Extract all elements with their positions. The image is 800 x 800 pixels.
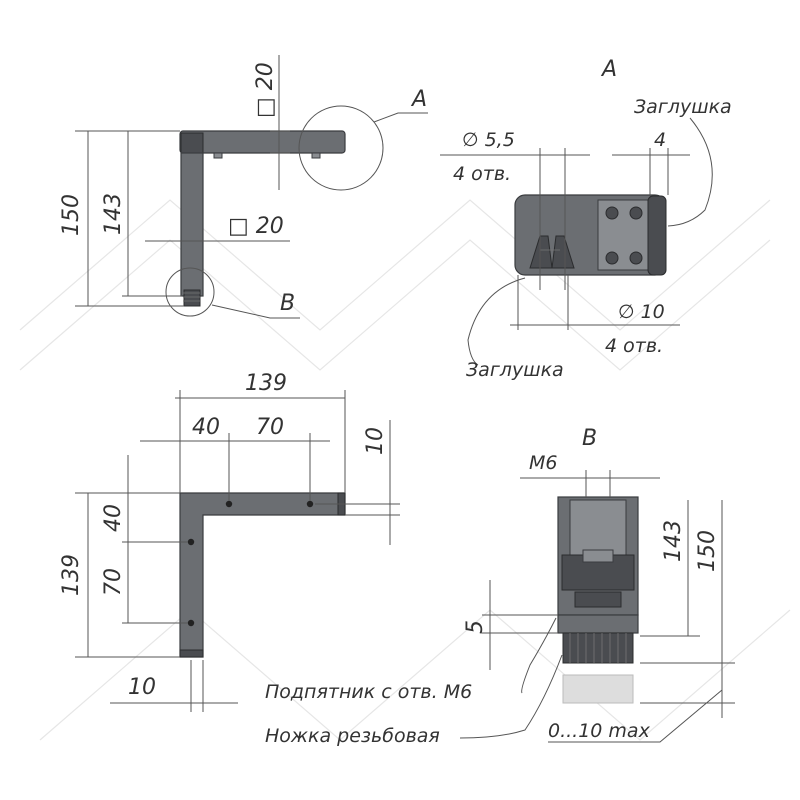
detail-b-title: B bbox=[582, 426, 597, 451]
leg-front-view bbox=[75, 390, 400, 712]
width-total: 139 bbox=[245, 371, 287, 396]
height-total: 139 bbox=[59, 554, 84, 596]
edge-10-bottom: 10 bbox=[128, 675, 156, 700]
hole-small-diameter: ∅ 5,5 bbox=[462, 129, 515, 151]
thread-size: M6 bbox=[529, 452, 557, 474]
leg-side-view bbox=[75, 55, 428, 319]
detail-a-title: A bbox=[600, 57, 617, 82]
hole-small-count: 4 отв. bbox=[453, 163, 511, 185]
hole-large-diameter: ∅ 10 bbox=[618, 301, 665, 323]
dim-square-horizontal: □ 20 bbox=[228, 214, 284, 239]
detail-b-143: 143 bbox=[661, 520, 686, 562]
callout-label-a: A bbox=[410, 87, 427, 112]
hole-large-count: 4 отв. bbox=[605, 335, 663, 357]
detail-b-view bbox=[459, 470, 735, 743]
dim-height-inner: 143 bbox=[101, 193, 126, 235]
watermark bbox=[19, 199, 791, 741]
detail-b-150: 150 bbox=[695, 530, 720, 572]
callout-circle-b bbox=[165, 267, 215, 317]
callout-label-b: B bbox=[280, 291, 295, 316]
dim-square-vertical: □ 20 bbox=[253, 62, 278, 118]
plug-label-top: Заглушка bbox=[634, 96, 732, 118]
dim-height-total: 150 bbox=[59, 194, 84, 236]
adjust-range: 0...10 max bbox=[548, 720, 651, 742]
end-gap: 4 bbox=[654, 129, 666, 151]
vertical-40: 40 bbox=[101, 504, 126, 532]
callout-circle-a bbox=[298, 105, 384, 191]
offset-40: 40 bbox=[192, 415, 220, 440]
edge-10-right: 10 bbox=[363, 427, 388, 455]
callout-foot-base: Подпятник с отв. М6 bbox=[265, 681, 472, 703]
vertical-70: 70 bbox=[101, 568, 126, 596]
knurl-lines bbox=[569, 633, 627, 663]
plug-label-bottom: Заглушка bbox=[466, 359, 564, 381]
detail-a-view bbox=[440, 117, 713, 366]
spacing-70: 70 bbox=[256, 415, 284, 440]
callout-threaded-foot: Ножка резьбовая bbox=[265, 725, 440, 747]
detail-b-5: 5 bbox=[463, 620, 488, 634]
